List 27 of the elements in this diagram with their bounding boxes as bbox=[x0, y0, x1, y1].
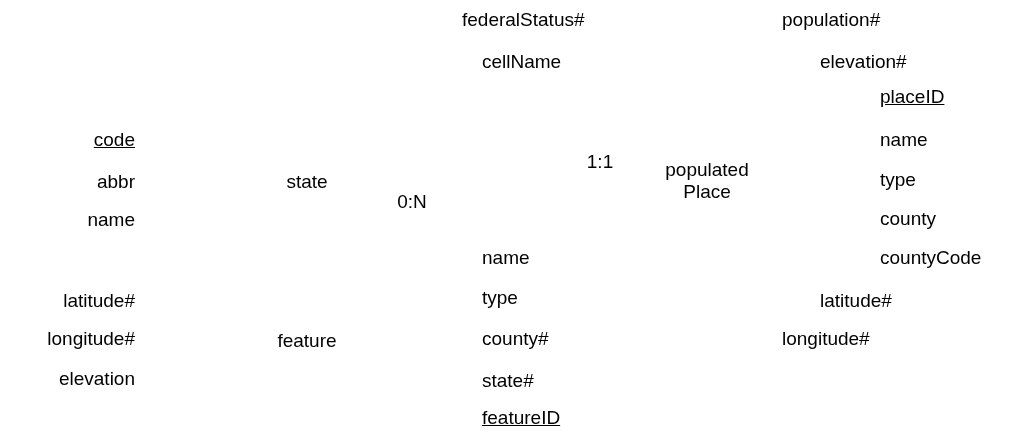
attribute-label: countyCode bbox=[880, 247, 982, 269]
attribute-label: name bbox=[880, 129, 928, 151]
attribute-label: abbr bbox=[96, 171, 135, 193]
attribute-label: state# bbox=[482, 370, 534, 392]
entity-label: feature bbox=[277, 330, 337, 352]
cardinality-label: 1:1 bbox=[586, 151, 614, 173]
attribute-label: county bbox=[880, 208, 936, 230]
attribute-label: longitude# bbox=[47, 328, 135, 350]
attribute-label: name bbox=[482, 247, 530, 269]
attribute-label: cellName bbox=[482, 51, 562, 73]
attribute-label: elevation bbox=[58, 368, 135, 390]
attribute-label: name bbox=[87, 209, 135, 231]
attribute-label: longitude# bbox=[782, 328, 870, 350]
attribute-label: elevation# bbox=[820, 51, 907, 73]
attribute-label: federalStatus# bbox=[462, 9, 585, 31]
attribute-label: latitude# bbox=[820, 290, 892, 312]
attribute-label: type bbox=[880, 169, 916, 191]
attribute-label: county# bbox=[482, 328, 549, 350]
attribute-label: type bbox=[482, 287, 518, 309]
attribute-label: featureID bbox=[482, 407, 561, 429]
entity-label: state bbox=[286, 171, 328, 193]
attribute-label: population# bbox=[782, 9, 881, 31]
attribute-label: code bbox=[93, 129, 135, 151]
cardinality-label: 0:N bbox=[397, 191, 427, 213]
attribute-label: latitude# bbox=[63, 290, 135, 312]
entity-label: populated Place bbox=[664, 159, 750, 203]
attribute-label: placeID bbox=[880, 86, 945, 108]
